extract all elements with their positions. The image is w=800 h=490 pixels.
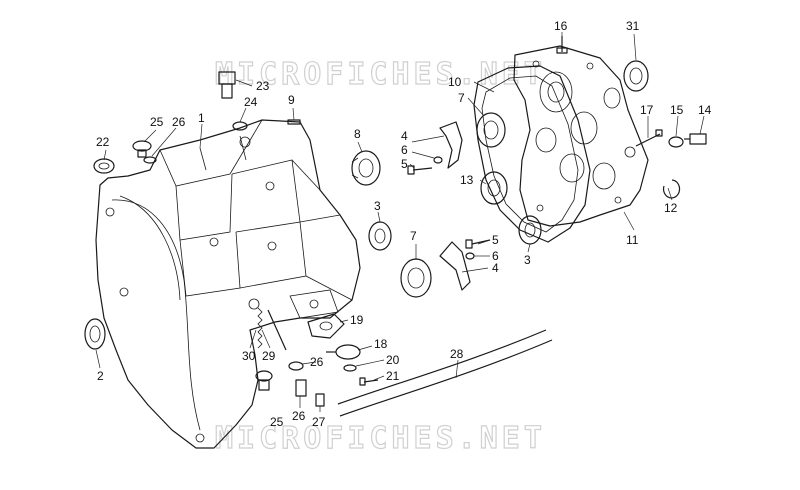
callout-26-lower: 26 <box>292 409 306 423</box>
screw-5-upper <box>407 165 433 175</box>
bearing-8 <box>351 150 381 186</box>
dowel-pin-9 <box>287 119 301 125</box>
plug-26-lower <box>295 379 307 397</box>
oil-seal-2 <box>84 318 106 350</box>
cover-gasket <box>473 65 591 243</box>
washer-26-upper <box>143 156 157 164</box>
callout-31: 31 <box>626 19 640 33</box>
gear-selector-assembly-19 <box>307 313 345 339</box>
bearing-13 <box>480 171 508 205</box>
callout-4-lower: 4 <box>492 261 499 275</box>
oil-plug-23 <box>218 71 236 99</box>
callout-27: 27 <box>312 415 326 429</box>
callout-labels: 1 2 3 3 4 4 5 5 6 6 7 7 8 9 10 11 12 13 … <box>96 19 712 429</box>
retaining-plate-4-upper <box>439 121 463 169</box>
callout-1: 1 <box>198 111 205 125</box>
callout-24: 24 <box>244 95 258 109</box>
bearing-7-left <box>400 258 432 298</box>
plug-27 <box>315 393 325 407</box>
seal-22 <box>93 158 115 174</box>
breather-25-upper <box>132 140 152 158</box>
callout-26-mid: 26 <box>310 355 324 369</box>
gasket-inner-edge <box>481 75 579 233</box>
washer-6-lower <box>465 252 475 260</box>
callout-20: 20 <box>386 353 400 367</box>
callout-7-lower: 7 <box>410 229 417 243</box>
screw-21 <box>359 377 379 386</box>
callout-7-upper: 7 <box>458 91 465 105</box>
stud-17 <box>635 129 663 147</box>
callout-11: 11 <box>626 233 639 247</box>
washer-6-upper <box>433 156 443 164</box>
gearbox-housing <box>95 119 361 449</box>
callout-22: 22 <box>96 135 110 149</box>
callout-8: 8 <box>354 127 361 141</box>
callout-6-lower: 6 <box>492 249 499 263</box>
callout-5-upper: 5 <box>401 157 408 171</box>
callout-28: 28 <box>450 347 464 361</box>
callout-5-lower: 5 <box>492 233 499 247</box>
callout-15: 15 <box>670 103 684 117</box>
watermark-bottom: MICROFICHES.NET <box>215 421 546 456</box>
bolt-14 <box>684 133 707 145</box>
bearing-3-left <box>368 221 392 251</box>
leader-lines <box>95 32 705 412</box>
callout-25-lower: 25 <box>270 415 284 429</box>
retaining-plate-4-lower <box>439 241 471 291</box>
watermark-top: MICROFICHES.NET <box>215 57 546 92</box>
callout-10: 10 <box>448 75 462 89</box>
breather-hose-28 <box>337 329 547 405</box>
callout-2: 2 <box>97 369 104 383</box>
callout-21: 21 <box>386 369 400 383</box>
callout-30: 30 <box>242 349 256 363</box>
callout-3-left: 3 <box>374 199 381 213</box>
side-cover <box>513 45 649 227</box>
washer-26-mid <box>288 361 304 371</box>
plug-25-lower <box>255 370 273 391</box>
callout-25-upper: 25 <box>150 115 164 129</box>
callout-4-upper: 4 <box>401 129 408 143</box>
oil-seal-31 <box>623 60 649 92</box>
callout-9: 9 <box>288 93 295 107</box>
callout-23: 23 <box>256 79 270 93</box>
callout-18: 18 <box>374 337 388 351</box>
callout-13: 13 <box>460 173 474 187</box>
callout-26-upper: 26 <box>172 115 186 129</box>
callout-3-right: 3 <box>524 253 531 267</box>
callout-29: 29 <box>262 349 276 363</box>
nut-15 <box>668 136 684 148</box>
switch-18 <box>326 344 361 360</box>
callout-19: 19 <box>350 313 364 327</box>
callout-17: 17 <box>640 103 654 117</box>
callout-16: 16 <box>554 19 568 33</box>
breather-hose-28-edge <box>339 339 553 417</box>
callout-6-upper: 6 <box>401 143 408 157</box>
circlip-12 <box>662 179 681 199</box>
bearing-7-right <box>476 112 506 148</box>
callout-14: 14 <box>698 103 712 117</box>
callout-12: 12 <box>664 201 678 215</box>
washer-20 <box>343 364 357 372</box>
spring-plunger-29-30 <box>257 307 287 351</box>
